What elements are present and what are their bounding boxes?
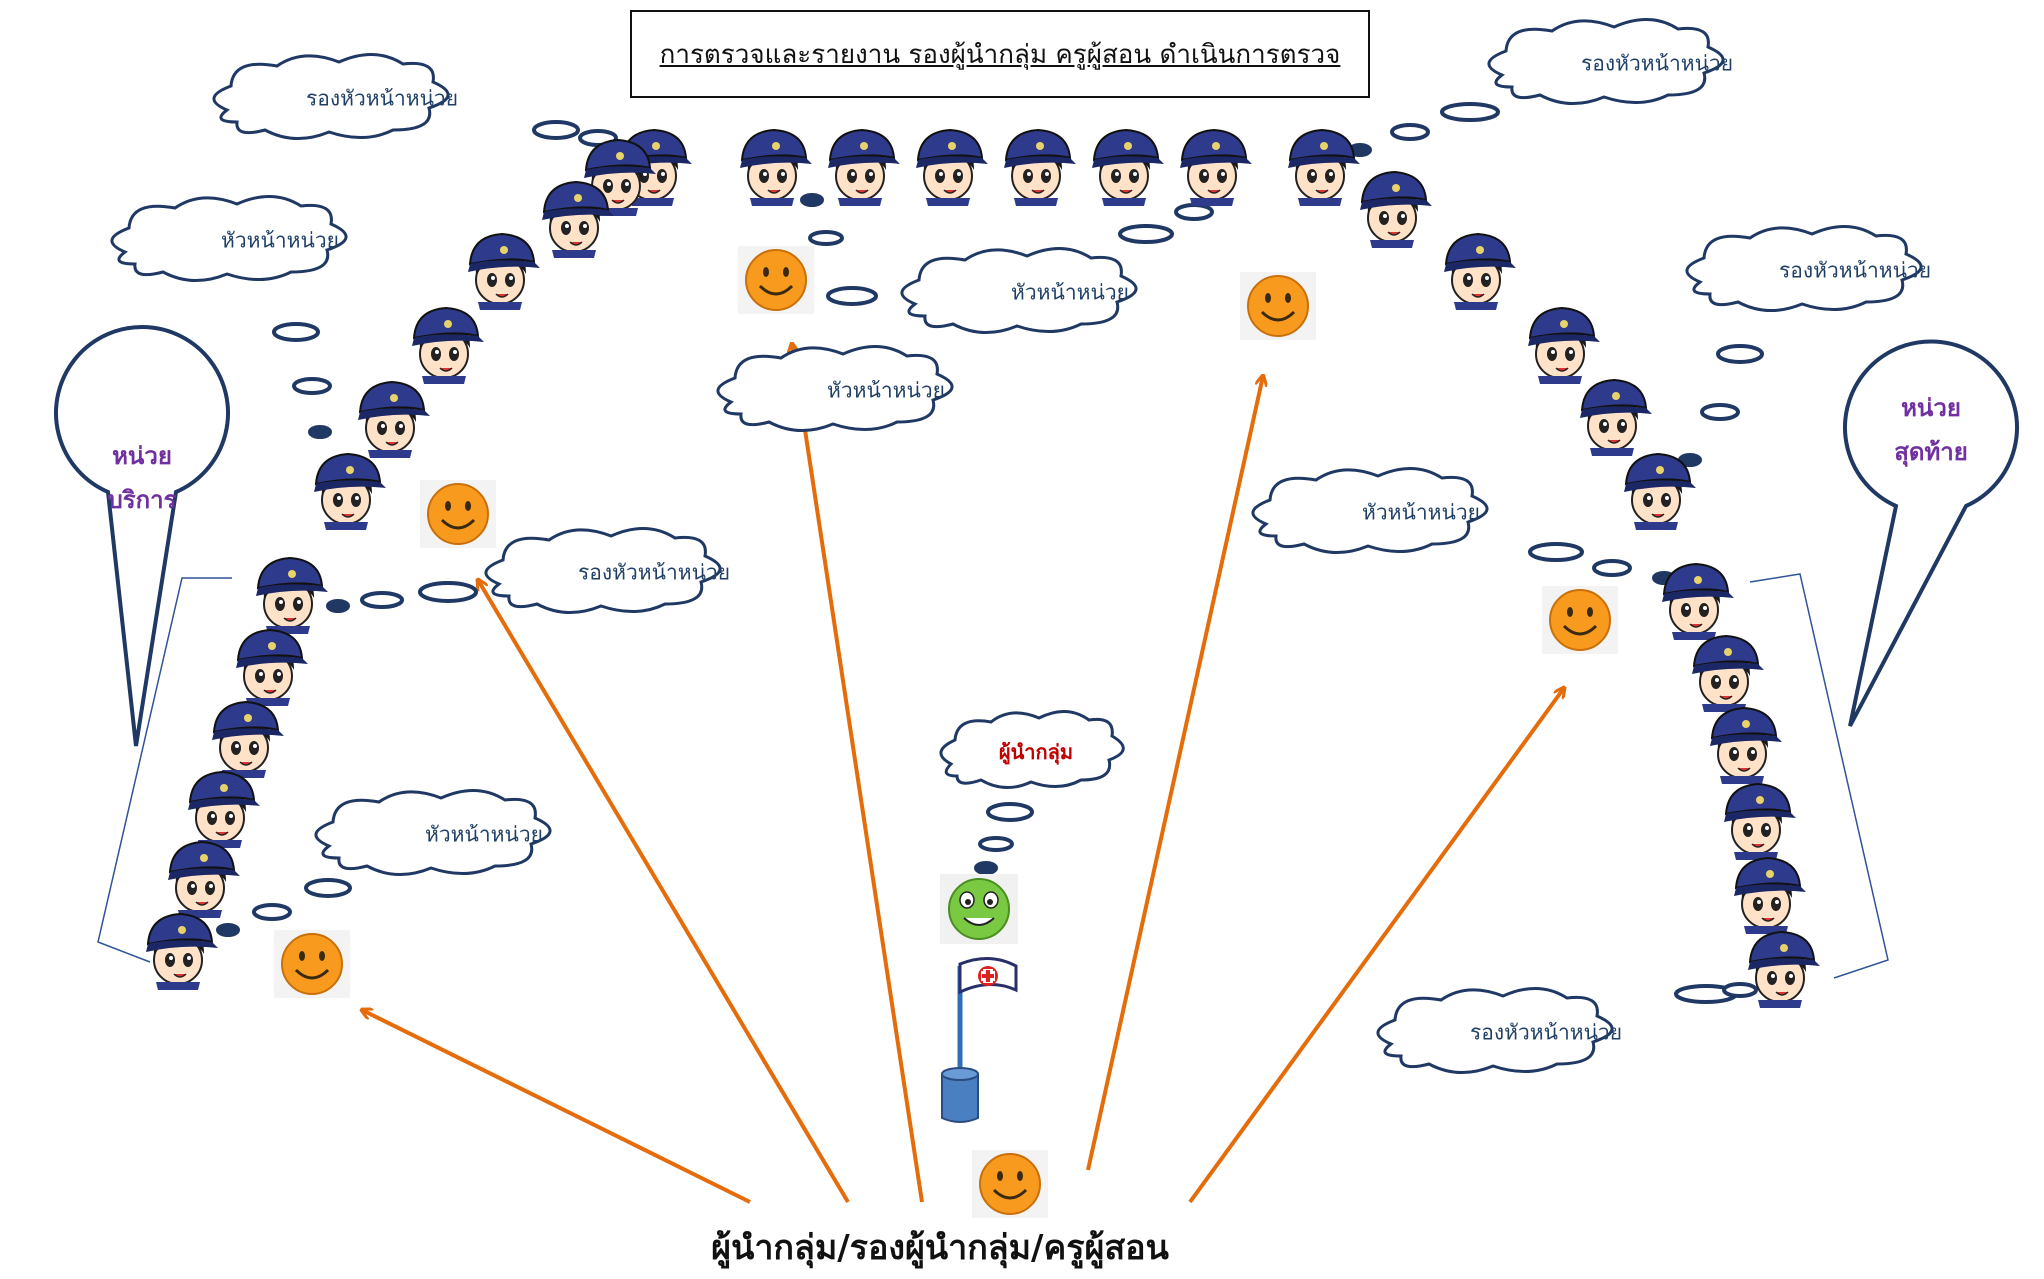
orange-smiley-icon [1238, 270, 1318, 342]
cloud-c7 [716, 344, 954, 433]
scout-face-icon [1359, 171, 1433, 249]
orange-smiley-icon [1540, 584, 1620, 656]
arrow-to-right-smiley [1188, 688, 1564, 1204]
orange-smiley-icon [736, 244, 816, 316]
cloud-c10 [1376, 986, 1614, 1075]
scout-face-icon [467, 233, 541, 311]
orange-smiley-icon [970, 1148, 1050, 1220]
scout-face-icon [1527, 307, 1601, 385]
cloud-c3 [484, 526, 722, 615]
right-callout-bubble [1843, 339, 2019, 727]
scout-face-icon [211, 701, 285, 779]
clouds [110, 17, 1923, 1075]
green-smiley-icon [940, 874, 1018, 944]
scout-face-icon [1691, 635, 1765, 713]
scout-face-icon [1287, 129, 1361, 207]
scout-face-icon [1623, 453, 1697, 531]
scout-face-icon [1723, 783, 1797, 861]
cloud-c1 [212, 52, 450, 141]
scout-face-icon [1579, 379, 1653, 457]
cloud-leader [939, 710, 1125, 789]
cloud-c8 [1685, 224, 1923, 313]
scout-face-icon [739, 129, 813, 207]
scout-face-icon [827, 129, 901, 207]
left-bracket [97, 577, 232, 963]
orange-smiley-icon [418, 478, 498, 550]
scout-face-icon [1709, 707, 1783, 785]
cloud-c5 [1487, 17, 1725, 106]
scout-face-icon [1747, 931, 1821, 1009]
arrows [362, 344, 1564, 1204]
scout-face-icon [187, 771, 261, 849]
cloud-c9 [1251, 466, 1489, 555]
scout-face-icon [411, 307, 485, 385]
arrow-to-left-smiley [362, 1010, 751, 1204]
right-bracket [1749, 573, 1889, 979]
arrow-to-top-left-smiley [792, 344, 924, 1203]
cloud-c6 [900, 246, 1138, 335]
scout-face-icon [541, 181, 615, 259]
arrow-to-top-right-smiley [1086, 376, 1263, 1171]
scout-face-icon [1003, 129, 1077, 207]
scout-face-icon [1179, 129, 1253, 207]
scout-face-icon [255, 557, 329, 635]
left-callout-bubble [54, 325, 230, 747]
arrow-to-left-cloud [478, 580, 850, 1204]
scout-face-icon [1091, 129, 1165, 207]
orange-smiley-icon [272, 928, 352, 1000]
scout-face-icon [915, 129, 989, 207]
red-cross-flag-icon [941, 957, 1018, 1123]
scout-face-icon [1733, 857, 1807, 935]
thought-bubbles [216, 102, 1764, 1004]
scout-face-icon [313, 453, 387, 531]
scout-face-icon [145, 913, 219, 991]
scout-face-icon [235, 629, 309, 707]
scout-face-icon [1443, 233, 1517, 311]
scout-face-icon [357, 381, 431, 459]
scout-face-icon [1661, 563, 1735, 641]
cloud-c4 [314, 788, 552, 877]
cloud-c2 [110, 194, 348, 283]
scout-face-icon [167, 841, 241, 919]
